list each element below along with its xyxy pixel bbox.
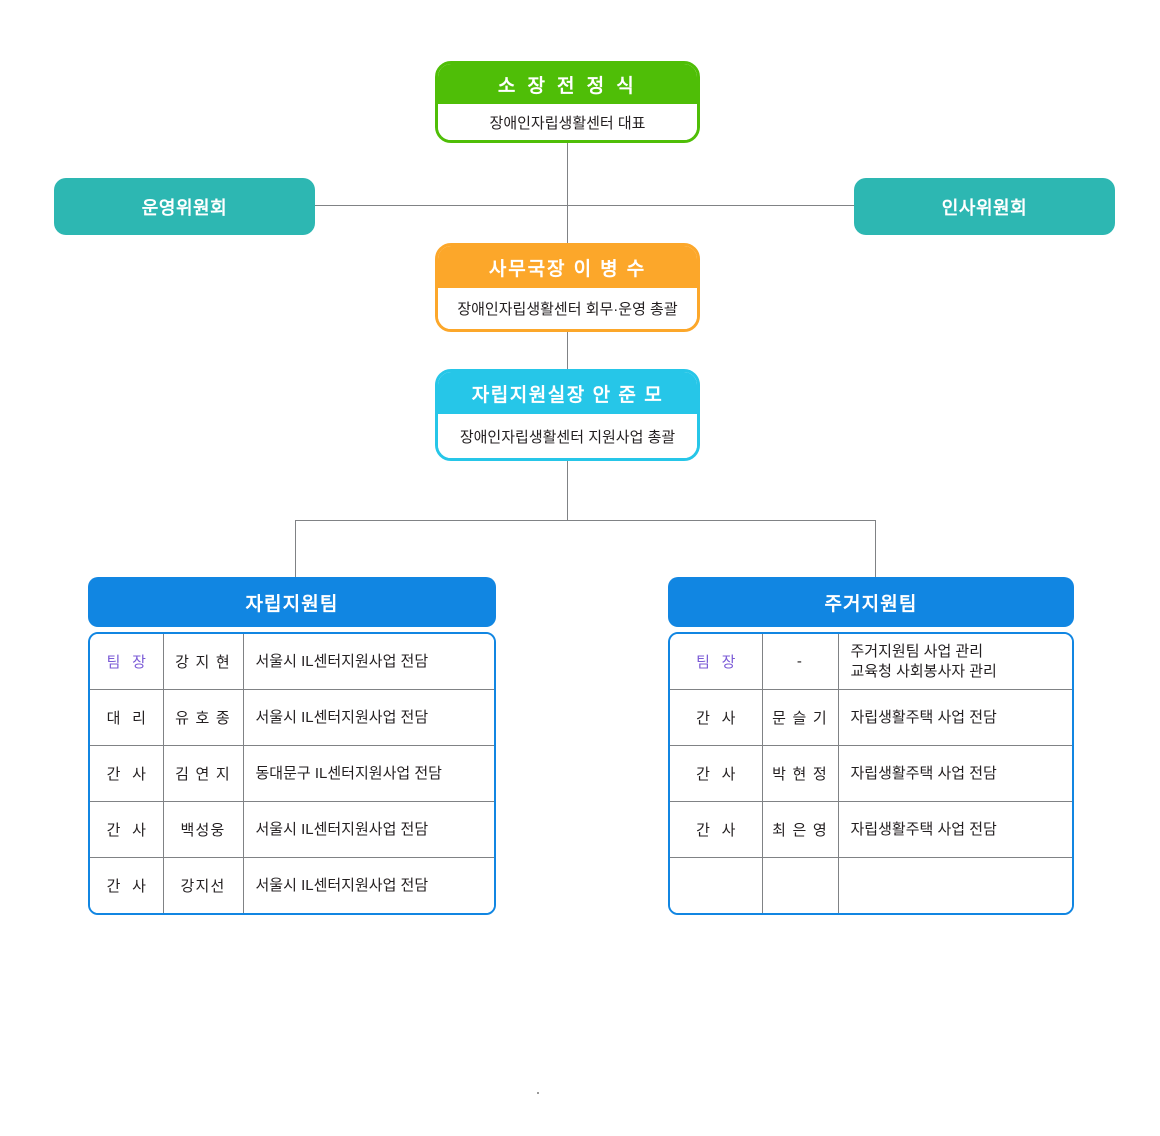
cell-duty: 서울시 IL센터지원사업 전담 xyxy=(242,634,494,690)
connector-committee-horizontal xyxy=(315,205,854,206)
table-row[interactable]: 간 사 김 연 지 동대문구 IL센터지원사업 전담 xyxy=(90,745,494,802)
cell-duty: 서울시 IL센터지원사업 전담 xyxy=(242,801,494,858)
cell-rank: 간 사 xyxy=(670,689,763,746)
cell-name: 김 연 지 xyxy=(162,745,244,802)
cell-rank xyxy=(670,857,763,913)
table-row[interactable]: 팀 장 강 지 현 서울시 IL센터지원사업 전담 xyxy=(90,634,494,690)
cell-duty-line1: 주거지원팀 사업 관리 xyxy=(850,643,984,661)
cell-name: 박 현 정 xyxy=(761,745,839,802)
cell-duty: 자립생활주택 사업 전담 xyxy=(837,801,1072,858)
cell-name: 강 지 현 xyxy=(162,634,244,690)
secretary-general-title: 사무국장 이 병 수 xyxy=(438,246,697,288)
committee-personnel[interactable]: 인사위원회 xyxy=(854,178,1115,235)
connector-support-head-down xyxy=(567,461,568,521)
node-director[interactable]: 소 장 전 정 식 장애인자립생활센터 대표 xyxy=(435,61,700,143)
support-head-title: 자립지원실장 안 준 모 xyxy=(438,372,697,414)
director-title: 소 장 전 정 식 xyxy=(438,64,697,104)
cell-duty: 자립생활주택 사업 전담 xyxy=(837,745,1072,802)
table-row[interactable]: 간 사 문 슬 기 자립생활주택 사업 전담 xyxy=(670,689,1072,746)
cell-name: 강지선 xyxy=(162,857,244,913)
connector-to-team-housing xyxy=(875,520,876,578)
table-row[interactable]: 간 사 최 은 영 자립생활주택 사업 전담 xyxy=(670,801,1072,858)
table-row[interactable]: 간 사 박 현 정 자립생활주택 사업 전담 xyxy=(670,745,1072,802)
footer-dot xyxy=(537,1092,539,1094)
cell-name: 백성웅 xyxy=(162,801,244,858)
cell-name xyxy=(761,857,839,913)
director-subtitle: 장애인자립생활센터 대표 xyxy=(438,104,697,140)
support-head-subtitle: 장애인자립생활센터 지원사업 총괄 xyxy=(438,414,697,458)
cell-rank: 간 사 xyxy=(90,801,164,858)
team-independence-table: 팀 장 강 지 현 서울시 IL센터지원사업 전담 대 리 유 호 종 서울시 … xyxy=(88,632,496,915)
table-row[interactable]: 간 사 강지선 서울시 IL센터지원사업 전담 xyxy=(90,857,494,913)
cell-duty xyxy=(837,857,1072,913)
cell-rank: 팀 장 xyxy=(670,634,763,690)
table-row[interactable]: 대 리 유 호 종 서울시 IL센터지원사업 전담 xyxy=(90,689,494,746)
team-housing-table: 팀 장 - 주거지원팀 사업 관리 교육청 사회봉사자 관리 간 사 문 슬 기… xyxy=(668,632,1074,915)
cell-rank: 팀 장 xyxy=(90,634,164,690)
table-row[interactable]: 팀 장 - 주거지원팀 사업 관리 교육청 사회봉사자 관리 xyxy=(670,634,1072,690)
cell-rank: 간 사 xyxy=(670,745,763,802)
node-support-head[interactable]: 자립지원실장 안 준 모 장애인자립생활센터 지원사업 총괄 xyxy=(435,369,700,461)
cell-duty: 동대문구 IL센터지원사업 전담 xyxy=(242,745,494,802)
connector-to-team-independence xyxy=(295,520,296,578)
cell-rank: 간 사 xyxy=(90,745,164,802)
cell-name: 유 호 종 xyxy=(162,689,244,746)
table-row[interactable]: 간 사 백성웅 서울시 IL센터지원사업 전담 xyxy=(90,801,494,858)
node-secretary-general[interactable]: 사무국장 이 병 수 장애인자립생활센터 회무·운영 총괄 xyxy=(435,243,700,332)
cell-duty: 서울시 IL센터지원사업 전담 xyxy=(242,857,494,913)
cell-rank: 간 사 xyxy=(670,801,763,858)
committee-operations[interactable]: 운영위원회 xyxy=(54,178,315,235)
connector-director-to-secretary xyxy=(567,143,568,244)
team-independence-header[interactable]: 자립지원팀 xyxy=(88,577,496,627)
cell-rank: 대 리 xyxy=(90,689,164,746)
cell-duty: 서울시 IL센터지원사업 전담 xyxy=(242,689,494,746)
team-housing-header[interactable]: 주거지원팀 xyxy=(668,577,1074,627)
cell-name: 문 슬 기 xyxy=(761,689,839,746)
team-independence: 자립지원팀 팀 장 강 지 현 서울시 IL센터지원사업 전담 대 리 유 호 … xyxy=(88,577,496,915)
cell-duty-line2: 교육청 사회봉사자 관리 xyxy=(850,662,997,680)
connector-secretary-to-support-head xyxy=(567,332,568,370)
cell-duty: 주거지원팀 사업 관리 교육청 사회봉사자 관리 xyxy=(837,634,1072,690)
cell-rank: 간 사 xyxy=(90,857,164,913)
cell-name: - xyxy=(761,634,839,690)
team-housing: 주거지원팀 팀 장 - 주거지원팀 사업 관리 교육청 사회봉사자 관리 xyxy=(668,577,1074,915)
cell-duty: 자립생활주택 사업 전담 xyxy=(837,689,1072,746)
connector-teams-horizontal xyxy=(295,520,876,521)
table-row[interactable] xyxy=(670,857,1072,913)
cell-name: 최 은 영 xyxy=(761,801,839,858)
secretary-general-subtitle: 장애인자립생활센터 회무·운영 총괄 xyxy=(438,288,697,329)
